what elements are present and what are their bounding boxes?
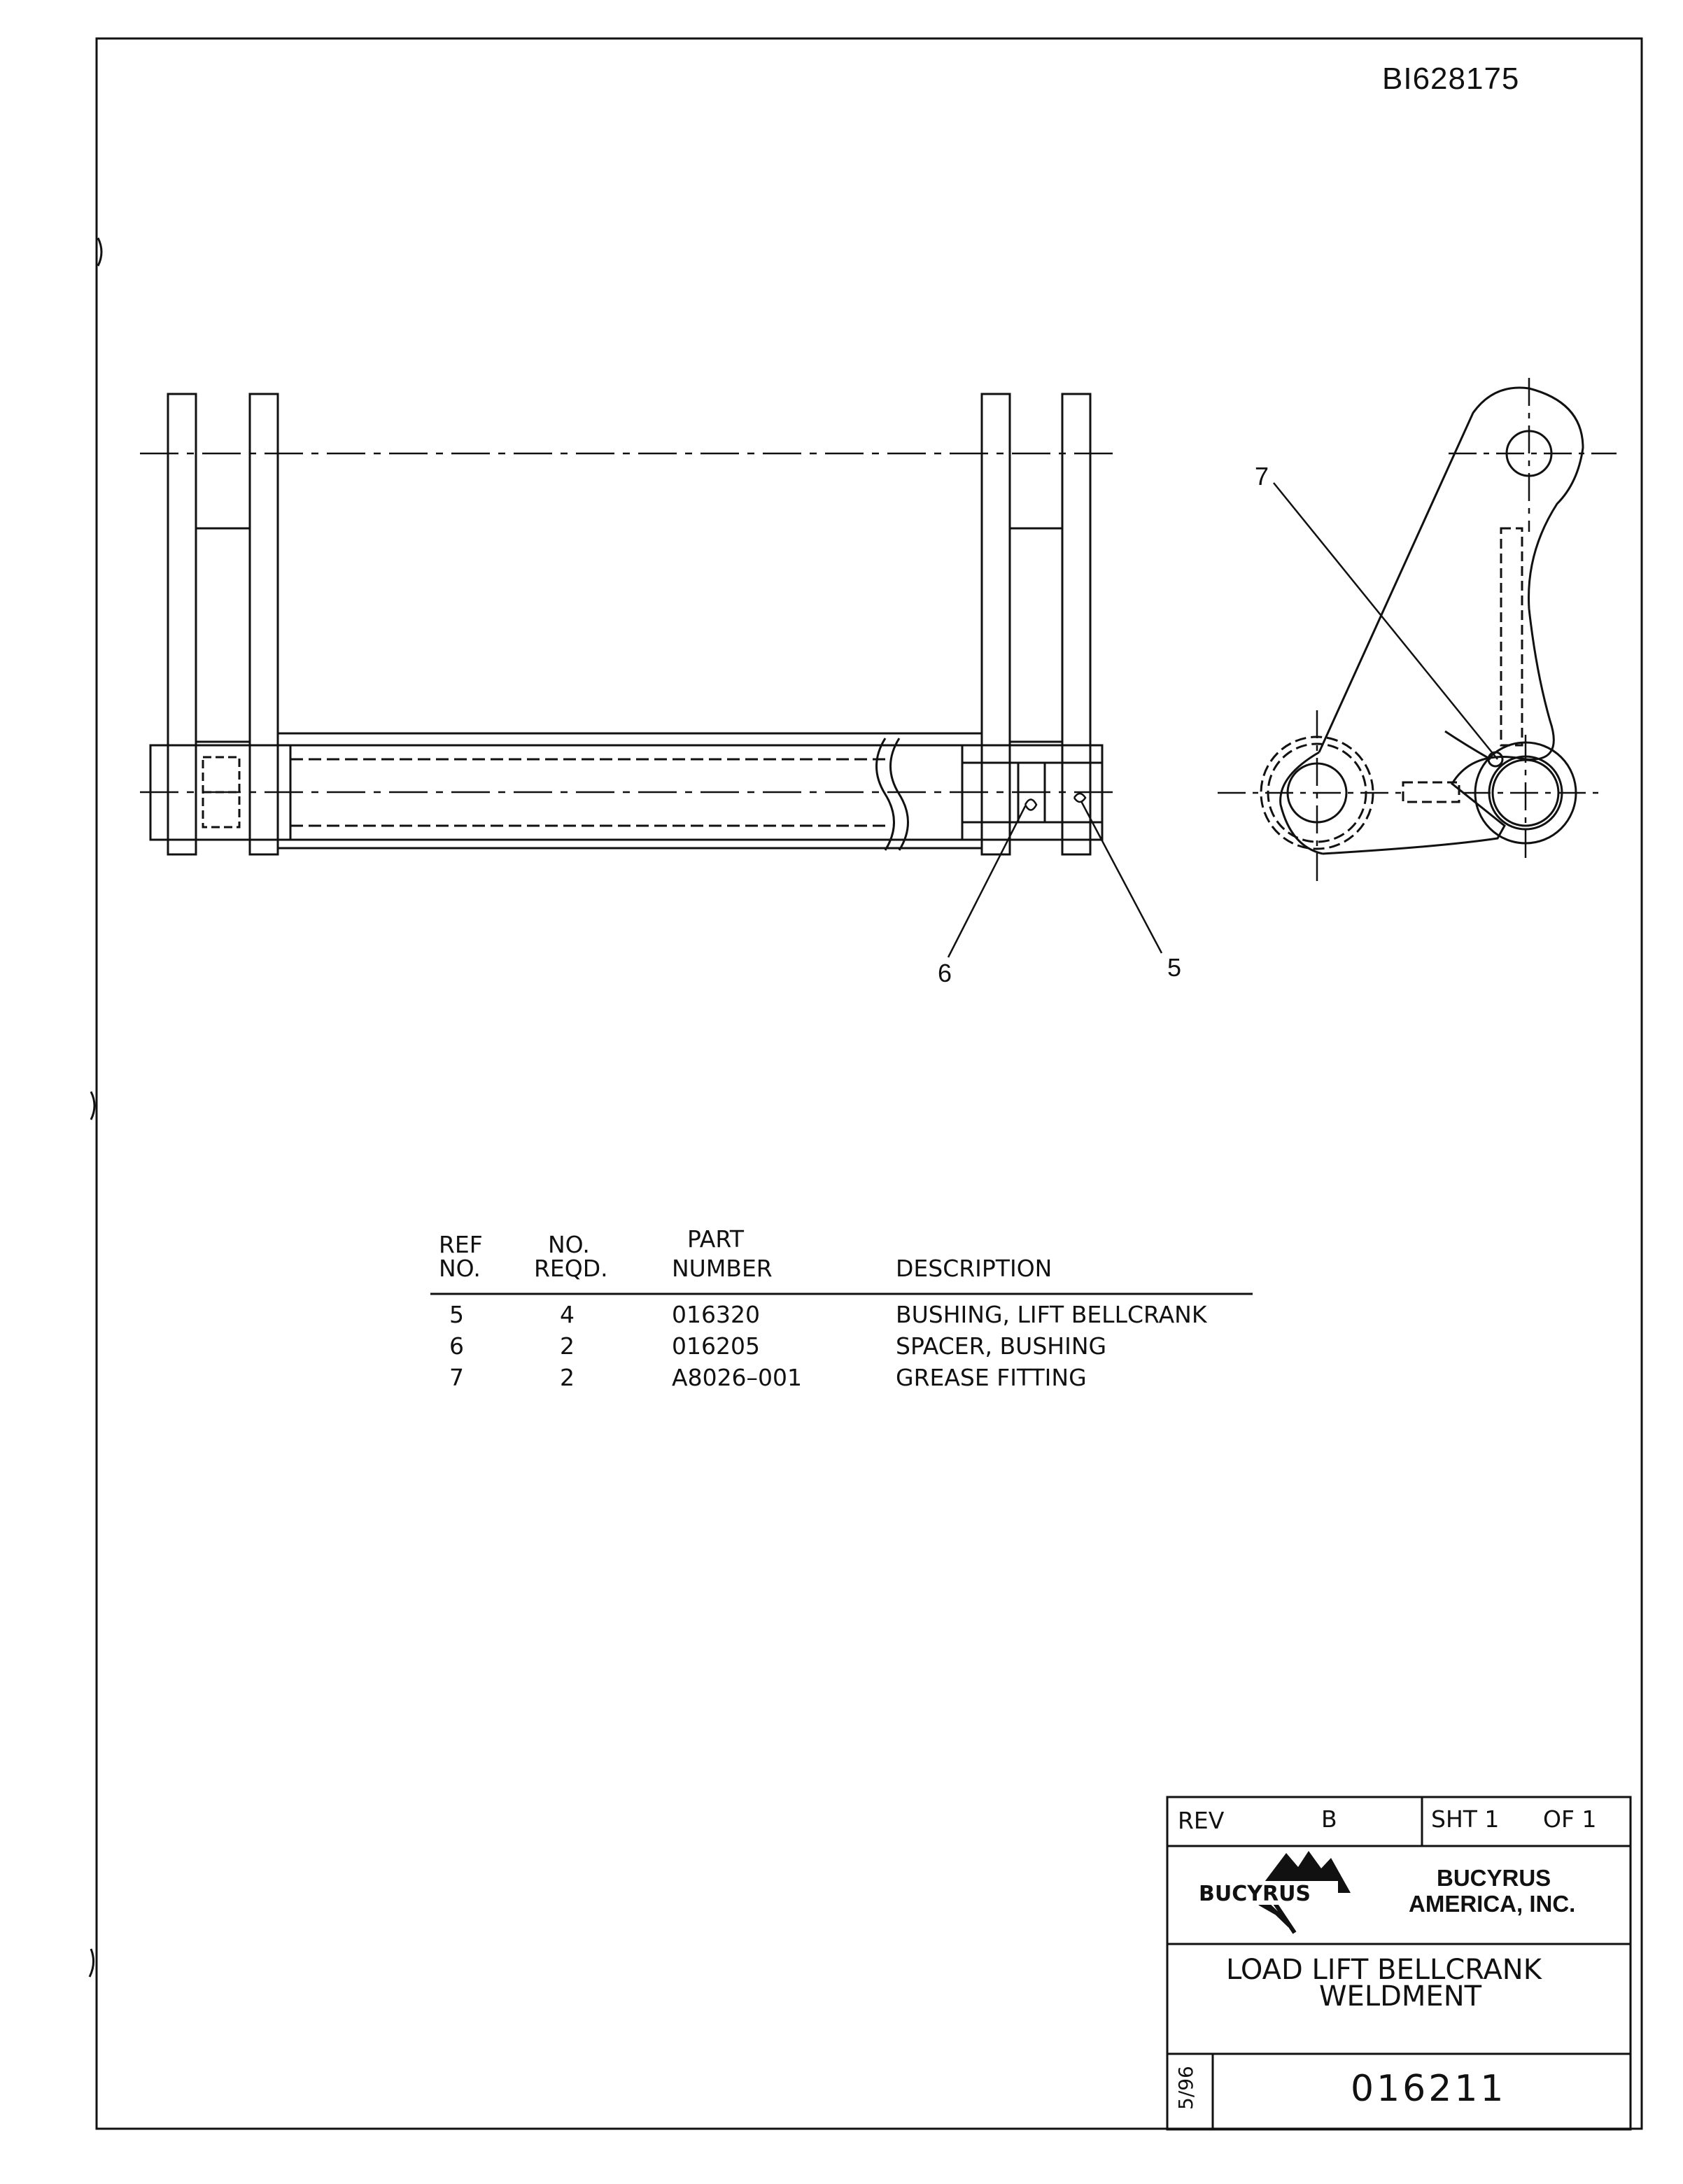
callout-5: 5	[1167, 953, 1182, 982]
desc-cell: BUSHING, LIFT BELLCRANK	[896, 1301, 1207, 1328]
rev-label: REV	[1178, 1807, 1225, 1834]
part-cell: 016205	[672, 1332, 760, 1360]
part-header-2: NUMBER	[672, 1255, 773, 1282]
callout-7: 7	[1255, 462, 1269, 491]
part-cell: 016320	[672, 1301, 760, 1328]
company-name-line2: AMERICA, INC.	[1409, 1891, 1576, 1917]
qty-header-2: REQD.	[534, 1255, 608, 1282]
binding-mark	[97, 237, 103, 267]
bucyrus-logo: BUCYRUS	[1198, 1851, 1351, 1934]
rev-value: B	[1321, 1805, 1337, 1833]
qty-cell: 4	[560, 1301, 575, 1328]
drawing-number: 016211	[1351, 2068, 1507, 2110]
binding-mark	[88, 1948, 94, 1978]
company-name-line1: BUCYRUS	[1437, 1865, 1551, 1891]
ref-cell: 7	[449, 1364, 464, 1391]
desc-cell: SPACER, BUSHING	[896, 1332, 1107, 1360]
ref-header-1: REF	[439, 1231, 483, 1258]
sheet-number: SHT 1	[1431, 1805, 1500, 1833]
part-cell: A8026–001	[672, 1364, 803, 1391]
ref-cell: 5	[449, 1301, 464, 1328]
ref-cell: 6	[449, 1332, 464, 1360]
desc-cell: GREASE FITTING	[896, 1364, 1087, 1391]
front-view	[140, 393, 1163, 958]
qty-cell: 2	[560, 1364, 575, 1391]
drawing-border	[95, 37, 1643, 2130]
binding-mark	[90, 1091, 96, 1120]
qty-cell: 2	[560, 1332, 575, 1360]
title-block-frame	[1166, 1796, 1632, 2131]
logo-wordmark: BUCYRUS	[1199, 1882, 1311, 1906]
qty-header-1: NO.	[548, 1231, 590, 1258]
document-id: BI628175	[1382, 62, 1520, 96]
callout-6: 6	[938, 959, 952, 987]
drawing-title-line2: WELDMENT	[1319, 1980, 1482, 2013]
revision-date: 5/96	[1174, 2066, 1197, 2110]
part-header-1: PART	[687, 1225, 745, 1253]
sheet-total: OF 1	[1543, 1805, 1597, 1833]
drawing-title-line1: LOAD LIFT BELLCRANK	[1226, 1954, 1542, 1986]
side-view	[1218, 378, 1617, 882]
ref-header-2: NO.	[439, 1255, 481, 1282]
desc-header: DESCRIPTION	[896, 1255, 1052, 1282]
